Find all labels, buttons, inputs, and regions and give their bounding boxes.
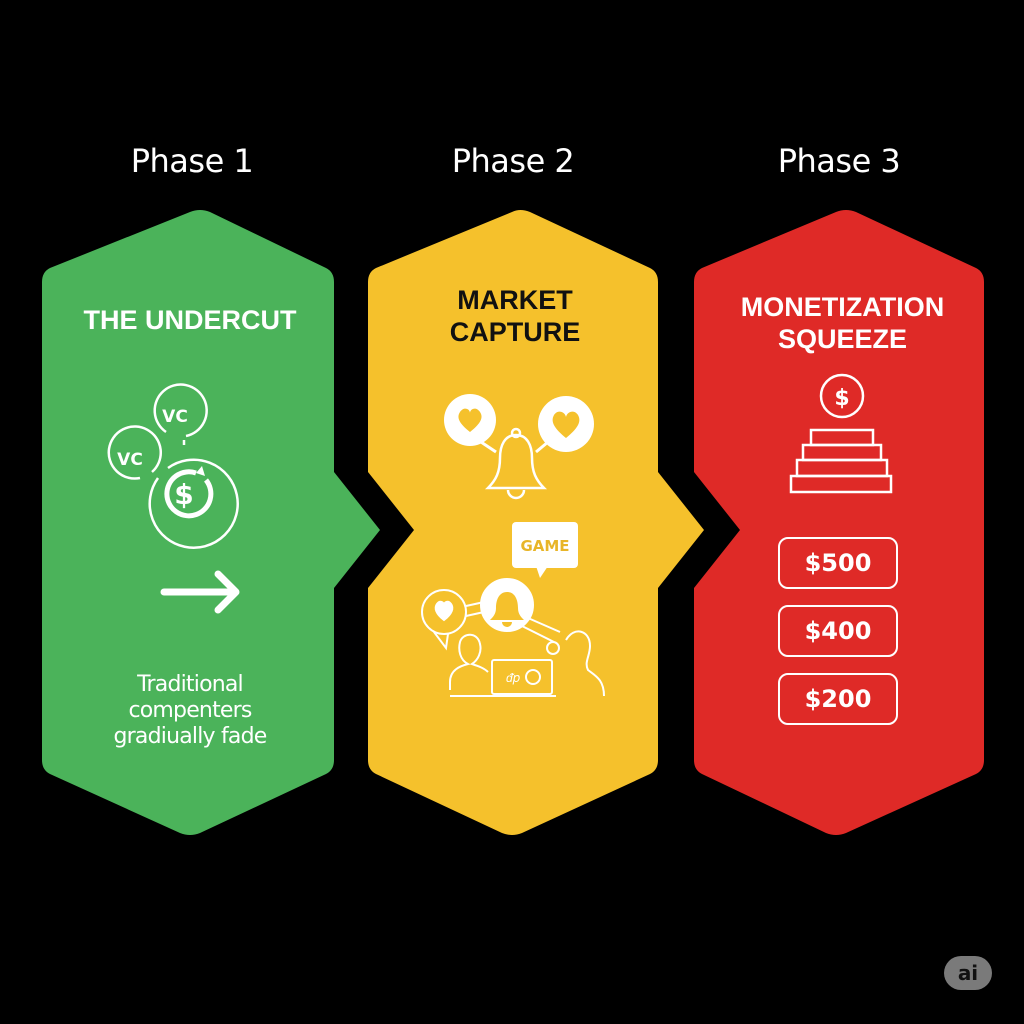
- phase-3-title: MONETIZATION SQUEEZE: [715, 291, 970, 355]
- svg-text:GAME: GAME: [520, 537, 569, 555]
- phase-2-title-line: CAPTURE: [449, 317, 581, 347]
- game-bubble-icon: GAME: [512, 522, 578, 578]
- price-box-500: $500: [778, 537, 898, 589]
- svg-text:VC: VC: [117, 450, 143, 470]
- phase-1-shape: [42, 210, 380, 835]
- phase-1-label: Phase 1: [130, 142, 254, 180]
- phase-2-title-line: MARKET: [457, 285, 573, 315]
- description-line: Traditional: [137, 672, 244, 697]
- description-line: gradiually fade: [113, 724, 268, 749]
- phase-2-label: Phase 2: [451, 142, 575, 180]
- svg-text:$: $: [834, 386, 849, 411]
- phase-3-title-line: MONETIZATION: [740, 292, 945, 322]
- ai-badge: ai: [944, 956, 992, 990]
- heart-bubble-icon: [444, 394, 497, 454]
- phase-1-title: THE UNDERCUT: [83, 305, 297, 335]
- svg-text:VC: VC: [162, 407, 188, 427]
- phase-3-title-line: SQUEEZE: [777, 324, 908, 354]
- bell-icon: [484, 427, 548, 500]
- svg-text:$: $: [174, 478, 193, 511]
- stairs-icon: [789, 428, 893, 494]
- svg-text:ᵭp: ᵭp: [506, 671, 521, 685]
- dollar-circle-icon: $: [819, 373, 865, 419]
- phase-3-label: Phase 3: [777, 142, 901, 180]
- vc-bubble-icon: VC: [107, 425, 162, 480]
- arrow-right-icon: [160, 570, 240, 614]
- phase-2-title: MARKET CAPTURE: [400, 284, 630, 348]
- phase-3-shape: [694, 210, 984, 835]
- price-box-200: $200: [778, 673, 898, 725]
- phase-1-description: Traditional compenters gradiually fade: [90, 672, 290, 750]
- dollar-cycle-icon: $: [148, 440, 239, 549]
- heart-bubble-icon: [535, 396, 594, 454]
- price-box-400: $400: [778, 605, 898, 657]
- vc-bubble-icon: VC: [153, 383, 208, 438]
- community-network-icon: ᵭp: [421, 578, 605, 697]
- description-line: compenters: [128, 698, 252, 723]
